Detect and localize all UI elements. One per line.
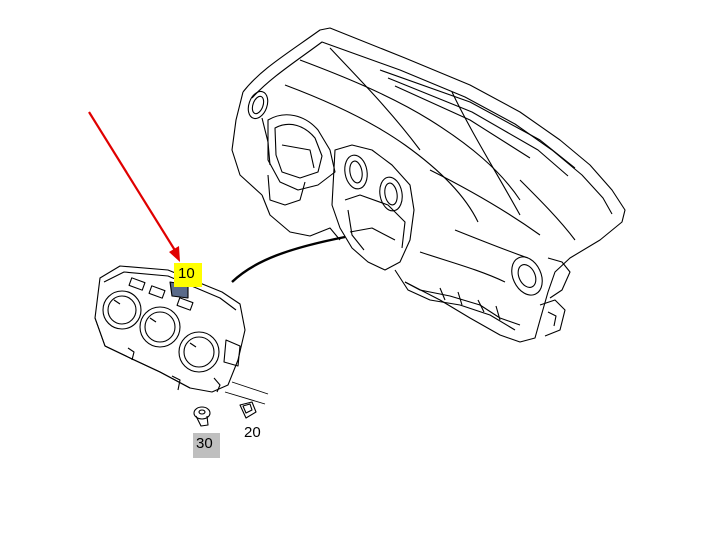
callout-30-label: 30 bbox=[196, 435, 213, 452]
instrument-panel bbox=[231, 27, 626, 343]
callout-10: 10 bbox=[174, 263, 202, 287]
part-leaders bbox=[224, 381, 269, 405]
climate-control-module bbox=[94, 265, 257, 427]
leader-line bbox=[231, 235, 346, 283]
callout-20: 20 bbox=[244, 425, 261, 440]
pointer-arrow bbox=[88, 111, 180, 262]
callout-10-label: 10 bbox=[178, 265, 195, 282]
callout-20-label: 20 bbox=[244, 424, 261, 441]
callout-30: 30 bbox=[193, 433, 220, 458]
